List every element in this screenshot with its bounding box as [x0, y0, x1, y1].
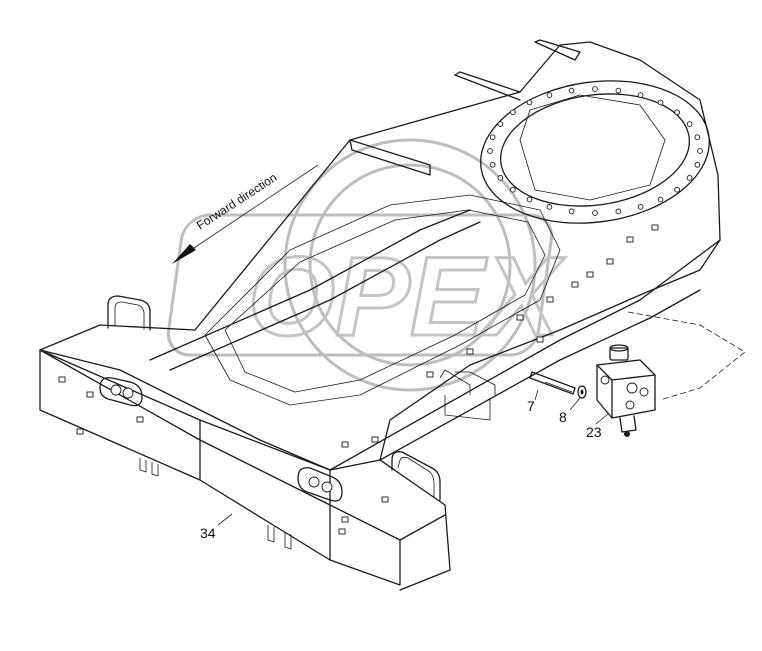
bolt-hole — [516, 314, 524, 321]
bolt-hole — [76, 428, 84, 435]
ring-bolt-hole — [686, 121, 693, 127]
callout-23: 23 — [586, 424, 602, 440]
ring-bolt-hole — [592, 210, 598, 216]
part-7-bolt — [529, 371, 576, 395]
beam-cutouts — [99, 377, 343, 502]
ring-bolt-hole — [592, 86, 598, 92]
ring-bolt-hole — [657, 99, 664, 106]
ring-bolt-hole — [697, 148, 703, 154]
bolt-hole — [381, 496, 389, 503]
ring-bolt-hole — [615, 208, 622, 215]
forward-direction-label: Forward direction — [194, 170, 279, 232]
bolt-hole — [341, 516, 349, 523]
ring-bolt-hole — [546, 92, 553, 98]
ring-bolt-hole — [615, 87, 622, 94]
bolt-hole — [341, 441, 349, 448]
turntable-ring — [480, 80, 710, 224]
bolt-hole — [466, 348, 474, 355]
ring-bolt-hole — [510, 109, 516, 116]
bolt-hole — [136, 416, 144, 423]
ring-bolt-hole — [694, 161, 701, 168]
ring-bolt-hole — [674, 109, 680, 116]
watermark-text: OPEX — [248, 234, 566, 359]
ring-bolt-hole — [674, 186, 680, 193]
bolt-hole — [58, 376, 66, 383]
watermark: OPEX — [166, 138, 567, 392]
ring-bolt-hole — [489, 134, 496, 141]
forward-direction-arrow — [172, 164, 319, 264]
ring-bolt-hole — [657, 196, 664, 203]
ring-bolt-hole — [568, 208, 575, 215]
callout-8: 8 — [559, 409, 567, 425]
ring-bolt-hole — [497, 121, 504, 127]
bolt-hole — [371, 436, 379, 443]
bolt-hole — [651, 224, 659, 231]
bolt-holes — [58, 224, 659, 535]
lifting-eye-right — [391, 451, 441, 501]
bolt-hole — [536, 336, 544, 343]
mounting-tabs — [139, 369, 496, 550]
bolt-hole — [546, 296, 554, 303]
lifting-eye-left — [107, 295, 151, 331]
callout-34: 34 — [200, 525, 216, 541]
part-23-valve-block — [596, 344, 656, 437]
bolt-hole — [586, 271, 594, 278]
ring-bolt-hole — [526, 99, 533, 106]
bolt-hole — [426, 371, 434, 378]
bolt-hole — [338, 528, 346, 535]
part-8-washer — [577, 385, 587, 399]
bolt-hole — [626, 236, 634, 243]
ring-bolt-hole — [637, 204, 644, 210]
bolt-hole — [606, 258, 614, 265]
ring-bolt-hole — [694, 134, 701, 141]
ring-bolt-hole — [489, 161, 496, 168]
ring-bolt-hole — [497, 175, 504, 181]
bolt-hole — [571, 281, 579, 288]
ring-bolt-hole — [510, 186, 516, 193]
bolt-hole — [86, 391, 94, 398]
ring-bolt-hole — [487, 148, 493, 154]
ring-bolt-hole — [637, 92, 644, 98]
callout-7: 7 — [527, 398, 535, 414]
ring-bolt-hole — [546, 204, 553, 210]
ring-bolt-hole — [526, 196, 533, 203]
ring-bolt-hole — [568, 87, 575, 94]
ring-bolt-hole — [686, 175, 693, 181]
